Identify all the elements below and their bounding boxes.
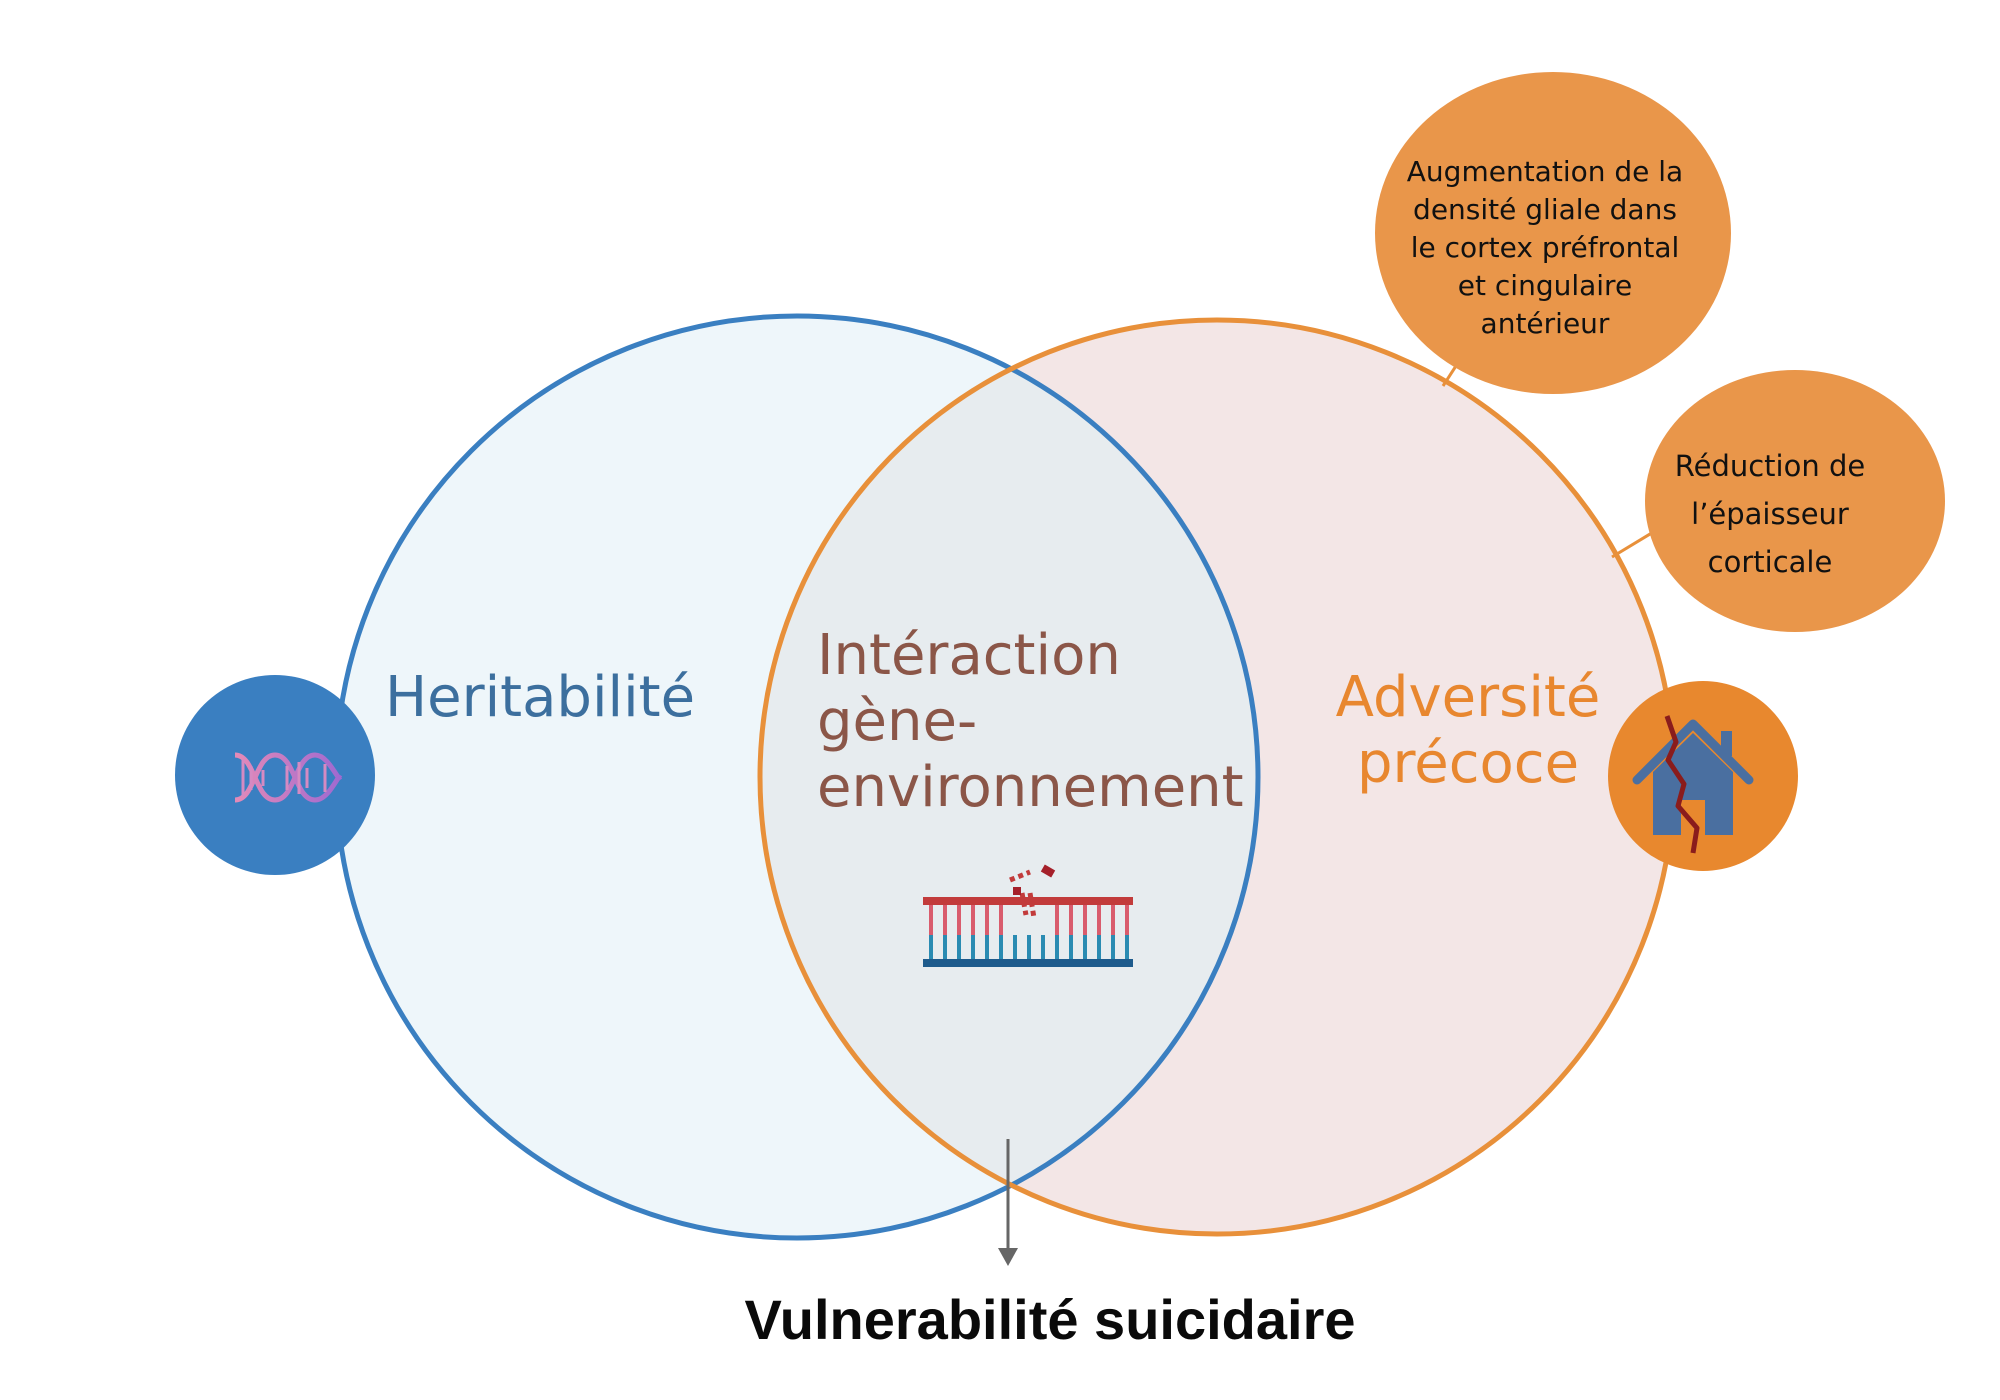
gene-environment-line-1: Intéraction: [817, 623, 1121, 688]
overlap-region: [760, 320, 1258, 1234]
cortical-thickness-text: Réduction de l’épaisseur corticale: [1645, 442, 1895, 586]
glial-density-line-2: densité gliale dans: [1413, 193, 1677, 226]
heritability-label: Heritabilité: [385, 665, 696, 730]
bubble-2-connector: [1611, 529, 1656, 559]
gene-environment-line-2: gène-: [817, 689, 978, 754]
glial-density-line-1: Augmentation de la: [1406, 155, 1684, 188]
glial-density-line-4: et cingulaire: [1457, 269, 1633, 302]
glial-density-line-3: le cortex préfrontal: [1410, 231, 1680, 264]
early-adversity-line-2: précoce: [1356, 731, 1580, 796]
early-adversity-label: Adversité précoce: [1318, 665, 1618, 797]
dna-icon: [175, 675, 375, 875]
gene-environment-label: Intéraction gène- environnement: [817, 623, 1244, 821]
cortical-thickness-line-1: Réduction de: [1674, 449, 1866, 483]
cortical-thickness-line-2: l’épaisseur: [1691, 497, 1849, 531]
glial-density-line-5: antérieur: [1480, 307, 1610, 340]
conclusion-arrow: [998, 1139, 1018, 1266]
bubble-glial-density: [1375, 72, 1731, 394]
glial-density-text: Augmentation de la densité gliale dans l…: [1395, 153, 1695, 343]
early-adversity-line-1: Adversité: [1335, 665, 1601, 730]
cortical-thickness-line-3: corticale: [1707, 545, 1833, 579]
bubble-cortical-thickness: [1645, 370, 1945, 632]
broken-house-icon: [1608, 681, 1798, 871]
suicidal-vulnerability-title: Vulnerabilité suicidaire: [744, 1288, 1356, 1351]
gene-environment-line-3: environnement: [817, 755, 1244, 820]
dna-methylation-icon: [923, 864, 1133, 967]
